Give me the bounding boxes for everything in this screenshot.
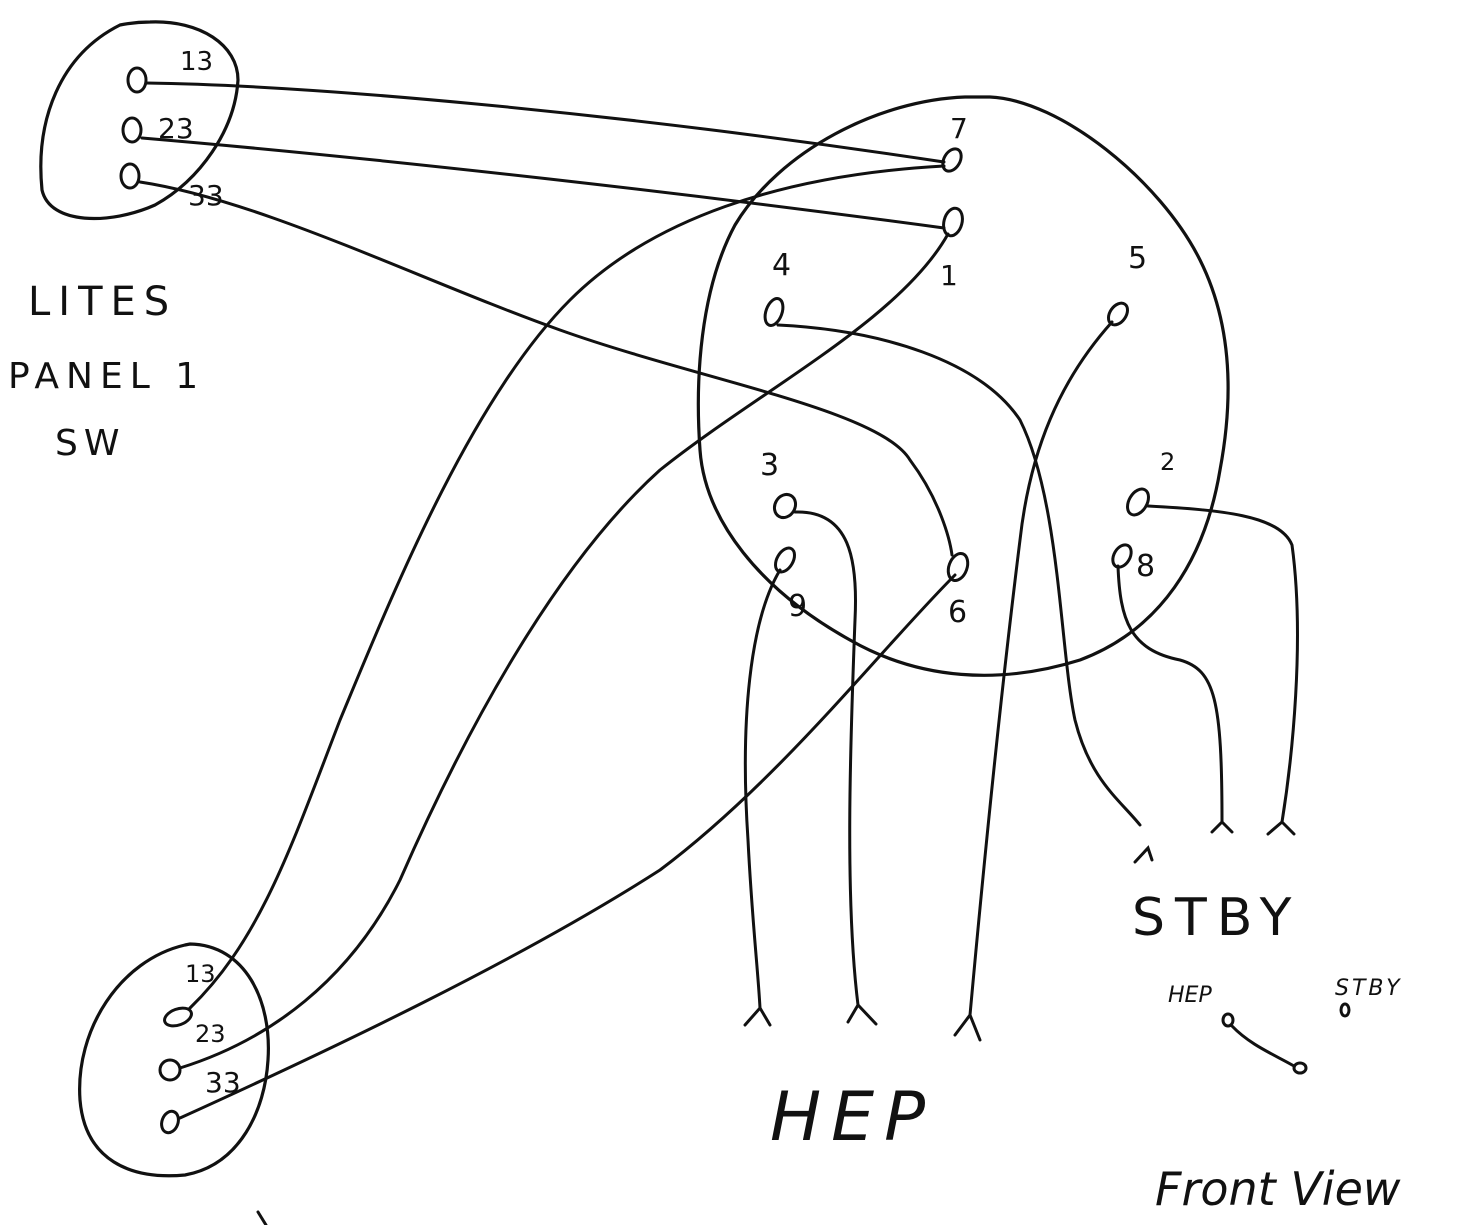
- lites-terminal-13-label: 13: [180, 47, 213, 77]
- lites-switch: 13 23 33: [39, 20, 240, 221]
- bottom-terminal-33: [160, 1109, 180, 1135]
- bottom-terminal-13-label: 13: [185, 960, 216, 988]
- main-connector: 7 1 4 5 3 2 9 6 8: [696, 95, 1230, 677]
- bottom-terminal-13: [163, 1006, 193, 1028]
- pin-1: [942, 206, 964, 238]
- pin-9-label: 9: [788, 589, 807, 624]
- wire-pin7-bottom13: [188, 164, 946, 1010]
- wire-lites23-pin1: [140, 136, 946, 230]
- wire-lites13-pin7: [144, 81, 946, 164]
- wire-pin2-stby: [1146, 504, 1299, 824]
- stray-pen-mark: [256, 1210, 268, 1225]
- legend-hep-terminal: [1221, 1012, 1235, 1028]
- lites-switch-outline: [39, 20, 240, 221]
- wire-pin5-hep: [968, 320, 1114, 1017]
- wire-pin3-hep: [793, 510, 860, 1007]
- main-connector-outline: [696, 95, 1230, 677]
- lites-caption: LITES PANEL 1 SW: [8, 279, 205, 464]
- pin-2: [1126, 487, 1150, 517]
- legend-common-terminal: [1292, 1061, 1308, 1075]
- bottom-switch: 13 23 33: [78, 942, 270, 1178]
- wire-lites33-pin6: [138, 180, 954, 557]
- hep-lead-end-3: [953, 1011, 982, 1042]
- wire-pin9-hep: [743, 568, 782, 1010]
- hep-lead-end-1: [743, 1005, 772, 1027]
- lites-caption-line3: SW: [55, 423, 125, 464]
- bottom-terminal-23-label: 23: [195, 1020, 226, 1048]
- wire-pin4-stby: [776, 323, 1142, 827]
- hep-lead-end-2: [846, 1002, 878, 1026]
- pin-7-label: 7: [950, 112, 968, 145]
- lites-caption-line2: PANEL 1: [8, 356, 205, 397]
- hep-output-label: HEP: [770, 1078, 935, 1157]
- lites-terminal-23: [121, 116, 143, 144]
- pin-4: [763, 297, 785, 327]
- pin-1-label: 1: [940, 259, 958, 292]
- lites-terminal-33: [119, 162, 141, 190]
- lead-ends: [743, 819, 1296, 1042]
- pin-4-label: 4: [772, 248, 791, 283]
- pin-6-label: 6: [948, 595, 967, 630]
- bottom-terminal-23: [158, 1058, 182, 1082]
- front-view-note: Front View: [1155, 1162, 1401, 1216]
- stby-lead-end-2: [1210, 819, 1234, 834]
- wire-pin6-bottom33: [178, 573, 957, 1120]
- lites-caption-line1: LITES: [28, 279, 177, 325]
- pin-2-label: 2: [1160, 448, 1175, 476]
- stby-output-label: STBY: [1132, 888, 1301, 948]
- legend-link: [1230, 1024, 1296, 1068]
- pin-3-label: 3: [760, 448, 779, 483]
- pin-7: [941, 147, 963, 173]
- stby-lead-end-1: [1133, 845, 1154, 864]
- pin-3: [772, 492, 798, 520]
- bottom-switch-outline: [78, 942, 270, 1178]
- pin-8: [1111, 543, 1133, 569]
- hep-stby-legend: HEP STBY: [1168, 976, 1403, 1075]
- stby-lead-end-3: [1266, 819, 1296, 836]
- wire-pin1-bottom23: [178, 232, 950, 1070]
- pin-6: [946, 551, 970, 583]
- pin-9: [774, 546, 796, 574]
- lites-terminal-13: [126, 66, 148, 94]
- wires: [138, 81, 1299, 1120]
- pin-5-label: 5: [1128, 241, 1147, 276]
- legend-stby-terminal: [1339, 1002, 1351, 1018]
- wire-pin8-stby: [1116, 564, 1224, 824]
- pin-8-label: 8: [1136, 549, 1155, 584]
- legend-hep-label: HEP: [1168, 983, 1212, 1008]
- legend-stby-label: STBY: [1335, 976, 1403, 1001]
